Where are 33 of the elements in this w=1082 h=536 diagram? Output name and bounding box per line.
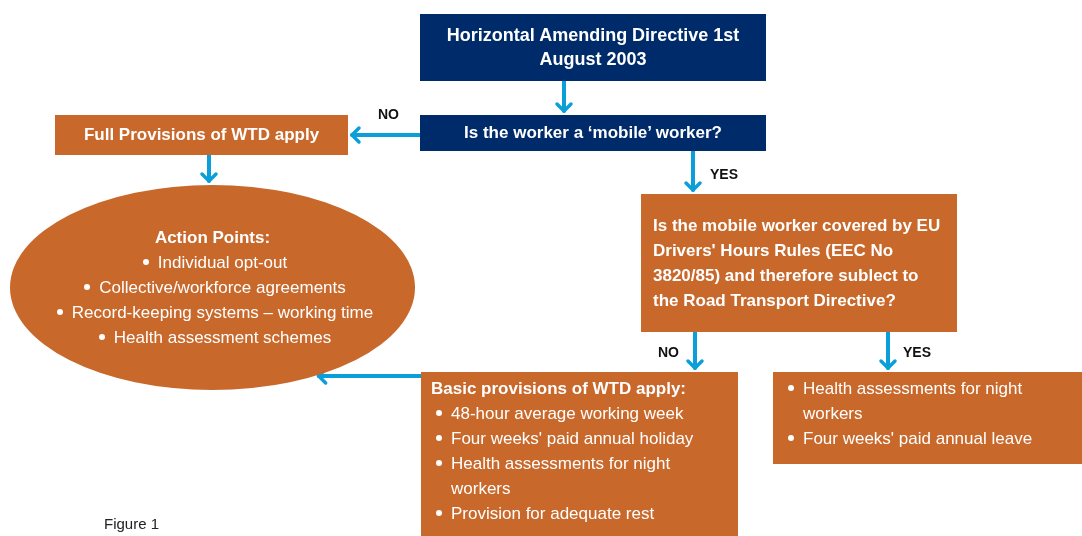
decision-box — [420, 115, 766, 151]
arrow — [200, 153, 218, 183]
edge-label: NO — [377, 106, 400, 122]
outcome-box — [773, 372, 1082, 464]
box-text: Full Provisions of WTD apply — [82, 123, 321, 146]
bullet-item: Individual opt-out — [137, 250, 288, 275]
heading: Action Points: — [154, 227, 271, 249]
arrow — [350, 126, 422, 144]
arrow — [555, 79, 573, 113]
arrow — [879, 330, 897, 370]
figure-caption: Figure 1 — [104, 515, 160, 532]
bullet-item: Health assessment schemes — [93, 325, 332, 350]
bullet-item: Health assessments for night workers — [783, 376, 1072, 426]
edge-label: YES — [902, 344, 932, 360]
bullet-item: Four weeks' paid annual leave — [783, 426, 1072, 451]
bullet-item: Health assessments for night workers — [431, 451, 728, 501]
box-text: Is the mobile worker covered by EU Drivers' Hours Rules (EEC No 3820/85) and therefore sublect to the Road Transport Directive? — [653, 215, 942, 312]
box-text: Horizontal Amending Directive 1st August 2003 — [445, 24, 741, 71]
heading: Basic provisions of WTD apply: — [431, 378, 688, 400]
edge-label: YES — [709, 166, 739, 182]
bullet-item: 48-hour average working week — [431, 401, 728, 426]
box-text: Is the worker a ‘mobile’ worker? — [463, 121, 723, 144]
arrow — [684, 149, 702, 192]
bullet-item: Four weeks' paid annual holiday — [431, 426, 728, 451]
bullet-item: Collective/workforce agreements — [79, 275, 346, 300]
arrow — [686, 330, 704, 370]
bullet-item: Record-keeping systems – working time — [51, 300, 374, 325]
outcome-box — [421, 372, 738, 536]
decision-box — [641, 194, 957, 332]
edge-label: NO — [657, 344, 680, 360]
outcome-box — [55, 115, 348, 155]
bullet-item: Provision for adequate rest — [431, 501, 728, 526]
start-box — [420, 14, 766, 81]
